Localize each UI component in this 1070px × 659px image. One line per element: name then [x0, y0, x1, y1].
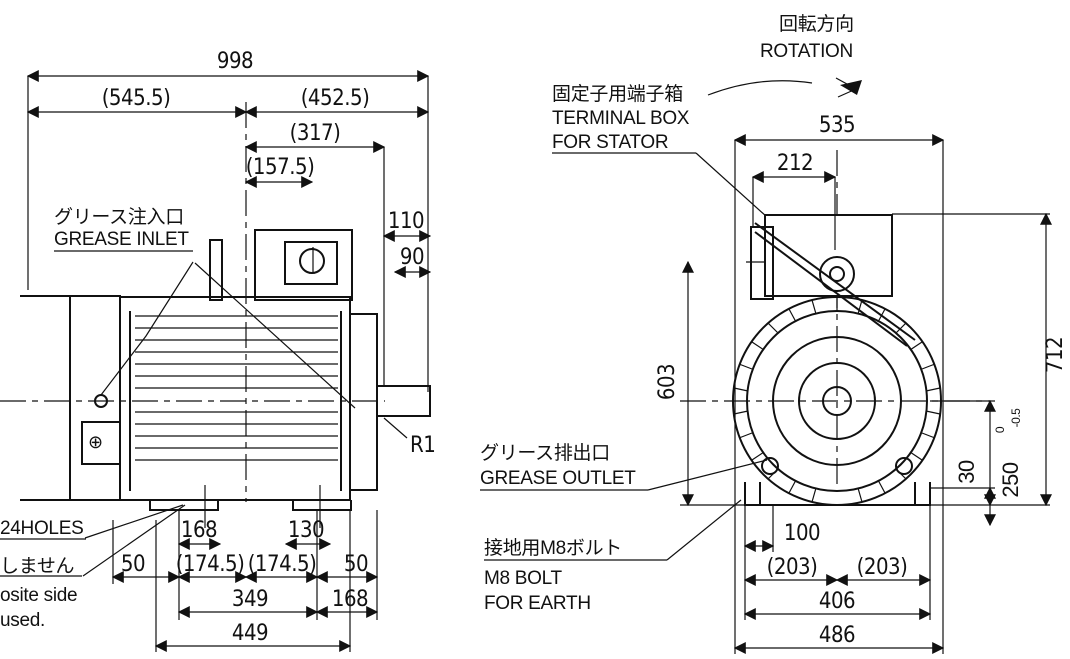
earth-leader — [666, 499, 742, 561]
label-tolerance-lower: -0.5 — [1009, 408, 1023, 428]
end-foot-base — [744, 482, 931, 506]
label-rotation-en: ROTATION — [760, 41, 853, 62]
side-view: ⊕ 998 (545.5) — [0, 49, 436, 652]
label-foot-thickness: 30 — [954, 460, 979, 484]
label-earth-en-1: M8 BOLT — [484, 568, 562, 589]
label-left-hole-spacing: 168 — [181, 518, 217, 543]
terminal-box-knob — [819, 256, 855, 292]
earth-bolt — [761, 457, 779, 475]
motor-end-inner-circle — [772, 336, 902, 466]
label-left-part: (545.5) — [102, 86, 171, 111]
label-left-half: (174.5) — [176, 552, 245, 577]
terminal-box-screw — [299, 248, 325, 274]
terminal-box-knob-center — [829, 266, 845, 282]
label-center-height: 603 — [655, 364, 680, 400]
motor-end-flange — [798, 362, 876, 440]
label-grease-outlet-en: GREASE OUTLET — [480, 468, 636, 489]
label-note-en-1: osite side — [0, 585, 77, 606]
note-leader — [82, 504, 186, 577]
label-left-edge: 50 — [121, 552, 145, 577]
label-overall-length: 998 — [217, 49, 253, 74]
end-foot-right-bolt — [895, 457, 913, 475]
grease-inlet-leader-right — [194, 262, 356, 409]
grease-inlet-leader — [100, 261, 194, 396]
label-terminal-en-1: TERMINAL BOX — [552, 108, 690, 129]
label-right-part: (452.5) — [301, 86, 370, 111]
label-terminal-offset-end: 212 — [777, 151, 813, 176]
label-foot-end: 168 — [332, 587, 368, 612]
label-shaft-key: 90 — [400, 245, 424, 270]
label-right-hole-spacing: 130 — [288, 518, 324, 543]
motor-end-cap-outline — [20, 295, 71, 501]
label-shaft-height: 250 — [998, 462, 1023, 497]
motor-end-bell — [70, 295, 121, 501]
rotation-arrow-outline — [835, 77, 858, 98]
label-terminal-offset: (157.5) — [246, 155, 315, 180]
terminal-box-side — [254, 229, 353, 301]
label-foot-spacing: 406 — [819, 589, 855, 614]
terminal-leader — [695, 152, 768, 218]
foot-right — [292, 500, 352, 511]
motor-frame-outline — [120, 296, 351, 501]
grease-outlet-leader — [647, 459, 768, 491]
rotation-arc — [707, 80, 813, 96]
label-foot-width: 486 — [819, 623, 855, 648]
label-overall-height: 712 — [1043, 337, 1068, 373]
label-right-edge: 50 — [344, 552, 368, 577]
label-terminal-jp: 固定子用端子箱 — [552, 83, 683, 105]
motor-shaft — [377, 385, 431, 417]
grease-pipe — [209, 239, 223, 301]
nameplate — [81, 421, 121, 465]
label-overall-width: 535 — [819, 113, 855, 138]
foot-left — [149, 500, 219, 511]
label-shaft-length: 110 — [388, 209, 424, 234]
motor-end-shaft — [822, 386, 852, 416]
holes-leader — [84, 504, 184, 539]
radius-leader — [383, 417, 408, 439]
label-left-half-end: (203) — [767, 555, 818, 580]
label-terminal-en-2: FOR STATOR — [552, 132, 668, 153]
label-grease-inlet-en: GREASE INLET — [54, 229, 189, 250]
label-right-half: (174.5) — [248, 552, 317, 577]
terminal-box-end — [764, 214, 893, 297]
label-grease-outlet-jp: グリース排出口 — [480, 442, 610, 464]
label-foot-length: 449 — [232, 621, 268, 646]
label-holes: 24HOLES — [0, 518, 83, 539]
label-rotation-jp: 回転方向 — [779, 13, 854, 35]
label-note-jp: しません — [0, 556, 74, 577]
terminal-box-window — [284, 241, 338, 285]
label-shaft-radius: R1 — [410, 433, 435, 458]
label-grease-inlet-jp: グリース注入口 — [54, 206, 184, 228]
end-view: 回転方向 ROTATION 固定子用端子箱 TERMINAL BOX FOR S… — [480, 13, 1068, 654]
side-cooling-fins — [135, 315, 338, 461]
motor-rear-flange — [351, 313, 378, 491]
label-earth-jp: 接地用M8ボルト — [484, 537, 622, 559]
label-earth-offset: 100 — [784, 521, 820, 546]
label-earth-en-2: FOR EARTH — [484, 593, 591, 614]
label-tolerance-upper: 0 — [993, 426, 1007, 433]
end-cooling-fins — [733, 297, 941, 503]
label-note-en-2: used. — [0, 610, 45, 631]
nameplate-symbol: ⊕ — [88, 432, 103, 452]
label-right-half-end: (203) — [857, 555, 908, 580]
label-foot-span: 349 — [232, 587, 268, 612]
label-shaft-side: (317) — [290, 121, 341, 146]
